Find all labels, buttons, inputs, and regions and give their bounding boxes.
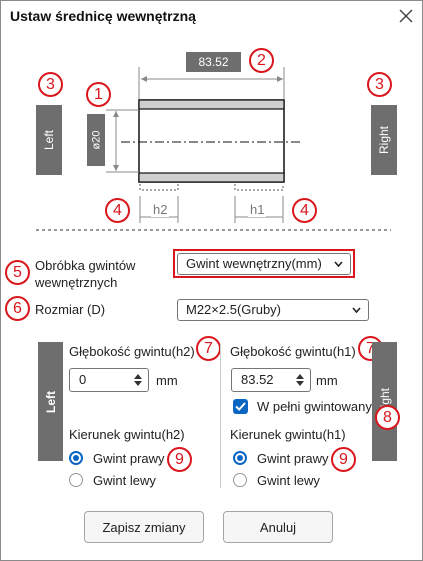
left-right-hand-label[interactable]: Gwint prawy (93, 451, 165, 466)
right-right-hand-radio[interactable] (233, 451, 247, 465)
size-label: Rozmiar (D) (35, 302, 106, 317)
right-left-hand-label[interactable]: Gwint lewy (257, 473, 320, 488)
size-select[interactable]: M22×2.5(Gruby) (177, 299, 369, 321)
badge-7-left: 7 (196, 336, 221, 361)
spinner-icon[interactable] (134, 374, 142, 386)
right-right-hand-label[interactable]: Gwint prawy (257, 451, 329, 466)
dialog-title: Ustaw średnicę wewnętrzną (10, 8, 196, 24)
badge-8: 8 (375, 405, 400, 430)
close-icon[interactable] (397, 7, 415, 25)
machining-highlight (173, 249, 355, 278)
save-button[interactable]: Zapisz zmiany (84, 511, 204, 543)
machining-select[interactable]: Gwint wewnętrzny(mm) (177, 253, 351, 275)
chevron-down-icon (352, 307, 361, 313)
size-select-value: M22×2.5(Gruby) (186, 302, 282, 317)
cylinder-diagram (36, 67, 391, 231)
checkmark-icon (235, 402, 246, 411)
h2-label: h2 (151, 202, 170, 217)
diagram-left-label[interactable]: Left (36, 105, 62, 175)
machining-select-value: Gwint wewnętrzny(mm) (186, 256, 322, 271)
badge-1: 1 (86, 82, 111, 107)
length-value-box[interactable]: 83.52 (186, 52, 241, 72)
right-depth-label: Głębokość gwintu(h1) (230, 344, 356, 359)
badge-3-left: 3 (38, 72, 63, 97)
right-depth-input[interactable]: 83.52 (231, 368, 311, 392)
left-depth-label: Głębokość gwintu(h2) (69, 344, 195, 359)
diameter-value-box[interactable]: ø20 (87, 114, 105, 166)
badge-3-right: 3 (367, 72, 392, 97)
right-left-hand-radio[interactable] (233, 473, 247, 487)
fully-threaded-checkbox[interactable] (233, 399, 248, 414)
left-depth-value: 0 (79, 372, 87, 387)
left-left-hand-radio[interactable] (69, 473, 83, 487)
spinner-icon[interactable] (296, 374, 304, 386)
right-depth-value: 83.52 (241, 372, 274, 387)
left-right-hand-radio[interactable] (69, 451, 83, 465)
left-left-hand-label[interactable]: Gwint lewy (93, 473, 156, 488)
cancel-button[interactable]: Anuluj (223, 511, 333, 543)
title-bar: Ustaw średnicę wewnętrzną (1, 1, 422, 31)
diagram-right-label[interactable]: Right (371, 105, 397, 175)
h1-label: h1 (248, 202, 267, 217)
right-tab[interactable]: Right (372, 342, 397, 461)
left-depth-unit: mm (156, 373, 178, 388)
diameter-value: ø20 (90, 130, 102, 150)
machining-label: Obróbka gwintów wewnętrznych (35, 258, 136, 290)
chevron-down-icon (334, 261, 343, 267)
panel-divider (220, 344, 221, 488)
badge-4-left: 4 (105, 198, 130, 223)
right-depth-unit: mm (316, 373, 338, 388)
badge-4-right: 4 (292, 198, 317, 223)
badge-6: 6 (5, 296, 30, 321)
badge-2: 2 (249, 48, 274, 73)
left-depth-input[interactable]: 0 (69, 368, 149, 392)
badge-9-right: 9 (331, 447, 356, 472)
badge-9-left: 9 (167, 447, 192, 472)
right-direction-label: Kierunek gwintu(h1) (230, 427, 346, 442)
left-direction-label: Kierunek gwintu(h2) (69, 427, 185, 442)
left-tab[interactable]: Left (38, 342, 63, 461)
badge-5: 5 (5, 260, 30, 285)
fully-threaded-label[interactable]: W pełni gwintowany (257, 399, 372, 414)
